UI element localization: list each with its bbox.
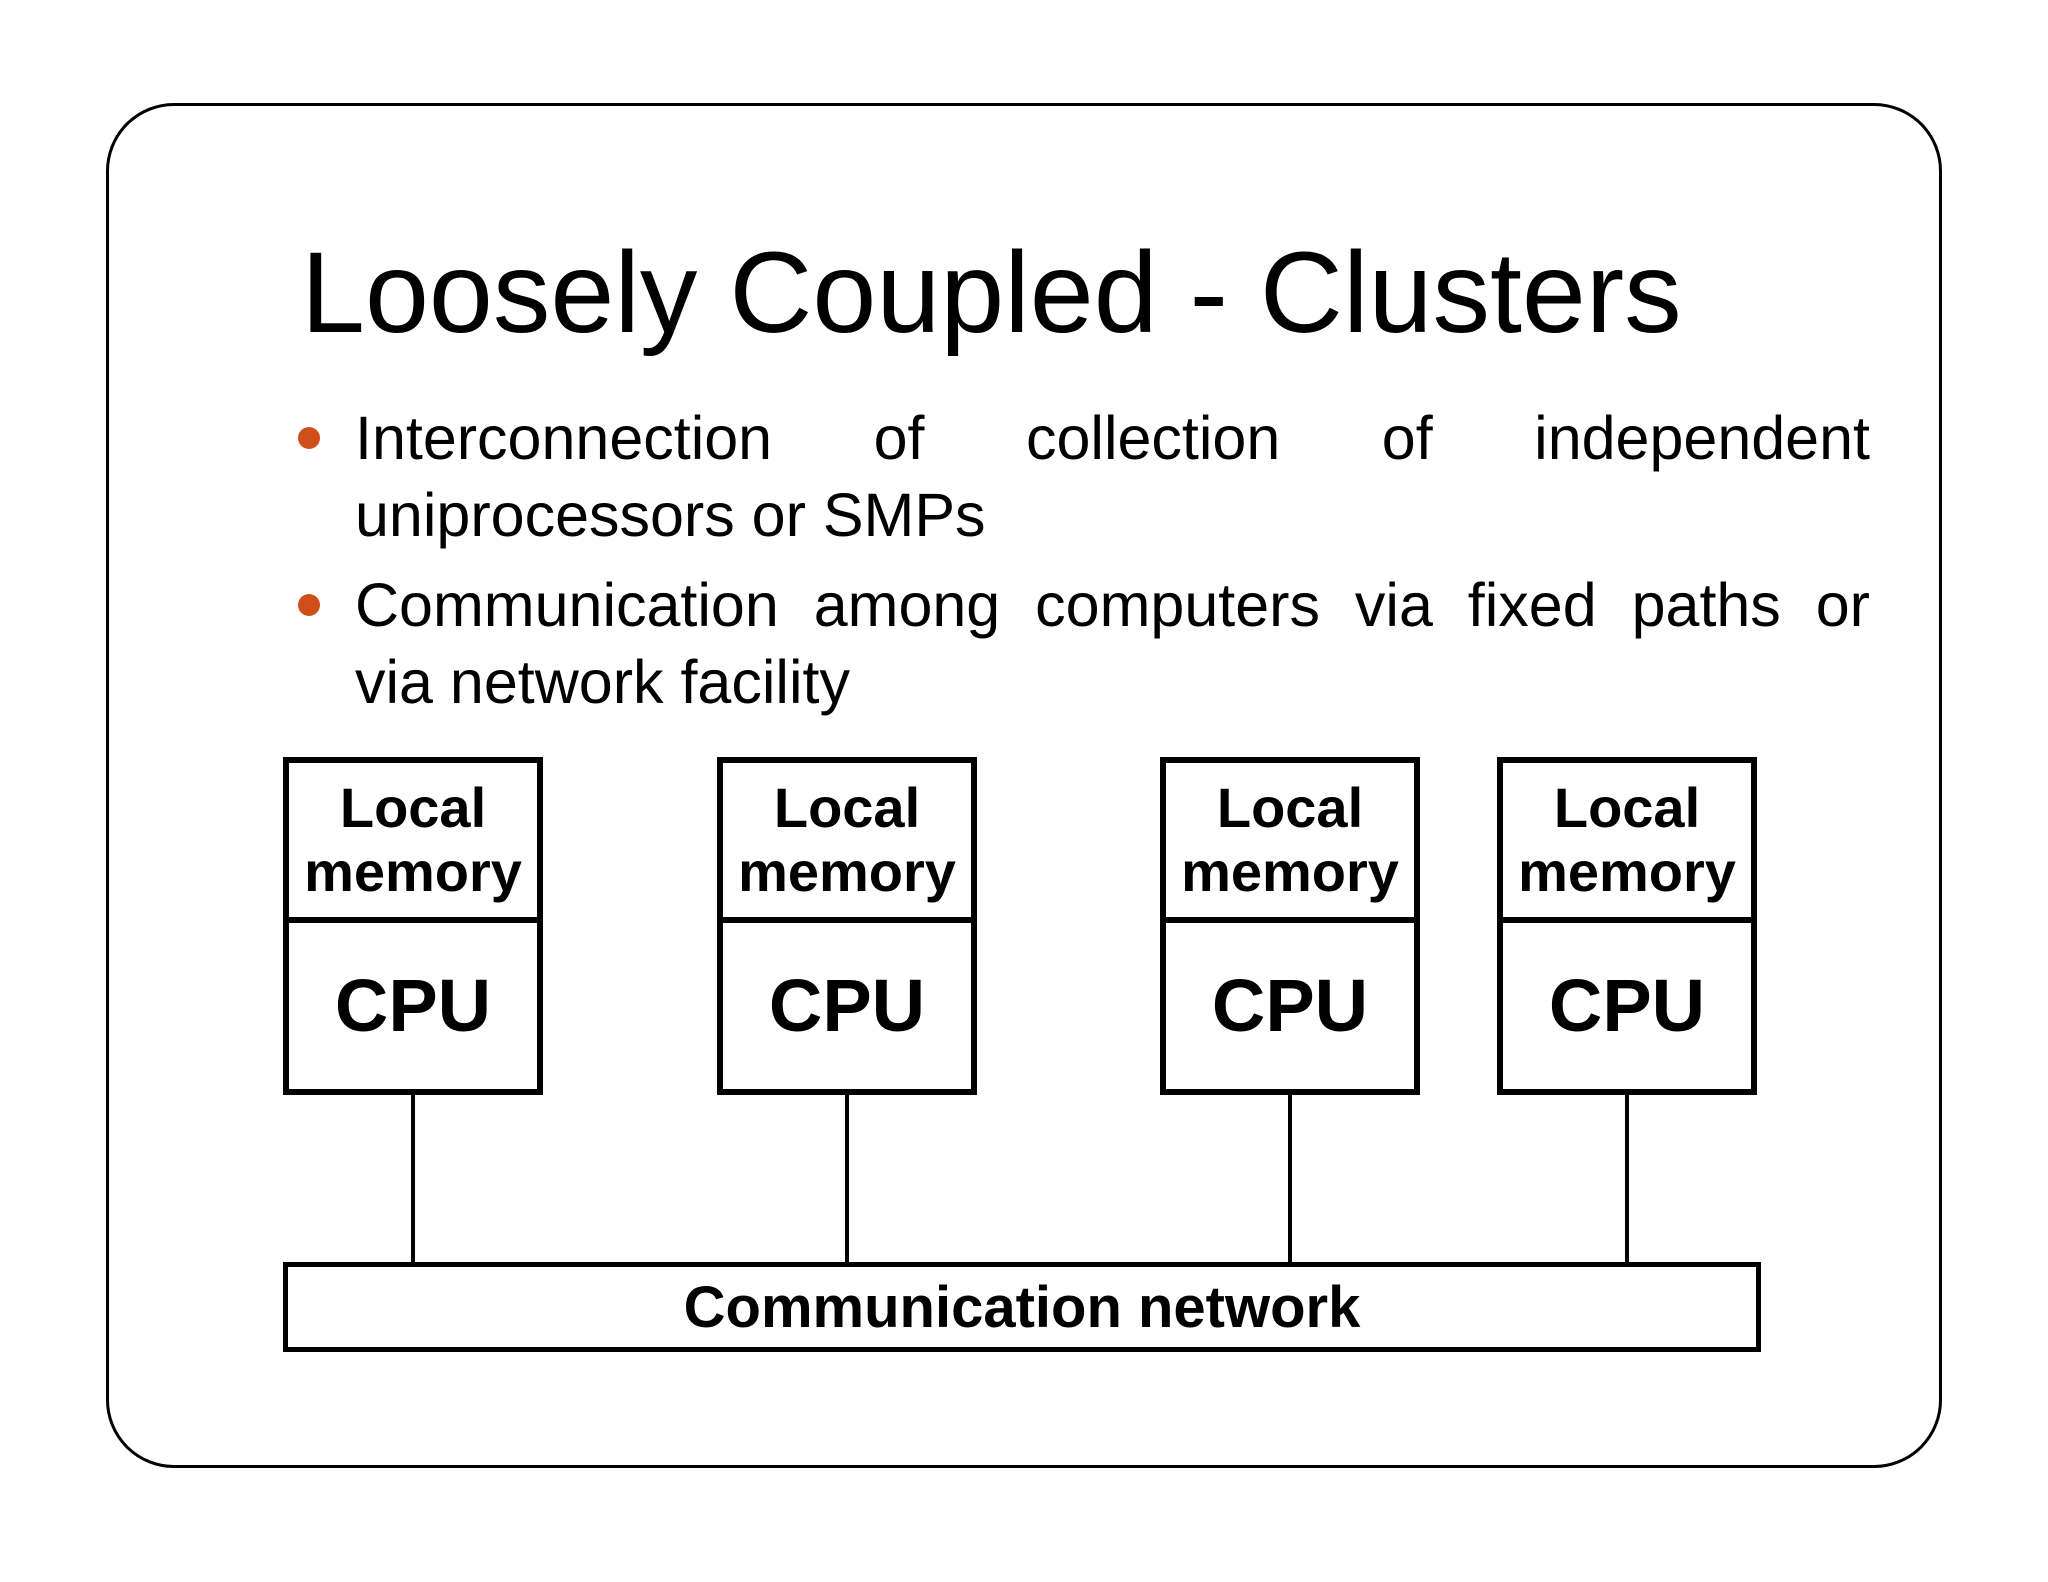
bullet-line: uniprocessors or SMPs (355, 481, 986, 549)
bullet-line: via network facility (355, 648, 850, 716)
bullet-line: Communication among computers via fixed … (355, 571, 1870, 639)
cpu-label: CPU (1548, 964, 1706, 1047)
bullet-icon (298, 594, 320, 616)
cluster-node-4: Local memory CPU (1497, 757, 1757, 1095)
communication-network-label: Communication network (683, 1274, 1361, 1340)
cpu-label: CPU (1211, 964, 1369, 1047)
connector-line-4 (1625, 1095, 1629, 1264)
bullet-item-2: Communication among computers via fixed … (298, 567, 1870, 721)
cluster-node-1: Local memory CPU (283, 757, 543, 1095)
cluster-node-2: Local memory CPU (717, 757, 977, 1095)
local-memory-label: Local memory (723, 763, 971, 923)
page-title: Loosely Coupled - Clusters (301, 229, 1682, 357)
local-memory-label: Local memory (289, 763, 537, 923)
connector-line-2 (845, 1095, 849, 1264)
bullet-icon (298, 427, 320, 449)
bullet-item-1: Interconnection of collection of indepen… (298, 400, 1870, 554)
cluster-node-3: Local memory CPU (1160, 757, 1420, 1095)
connector-line-1 (411, 1095, 415, 1264)
local-memory-label: Local memory (1503, 763, 1751, 923)
local-memory-label: Local memory (1166, 763, 1414, 923)
connector-line-3 (1288, 1095, 1292, 1264)
cpu-label: CPU (334, 964, 492, 1047)
communication-network-bar: Communication network (283, 1262, 1761, 1352)
bullet-line: Interconnection of collection of indepen… (355, 404, 1870, 472)
cpu-label: CPU (768, 964, 926, 1047)
